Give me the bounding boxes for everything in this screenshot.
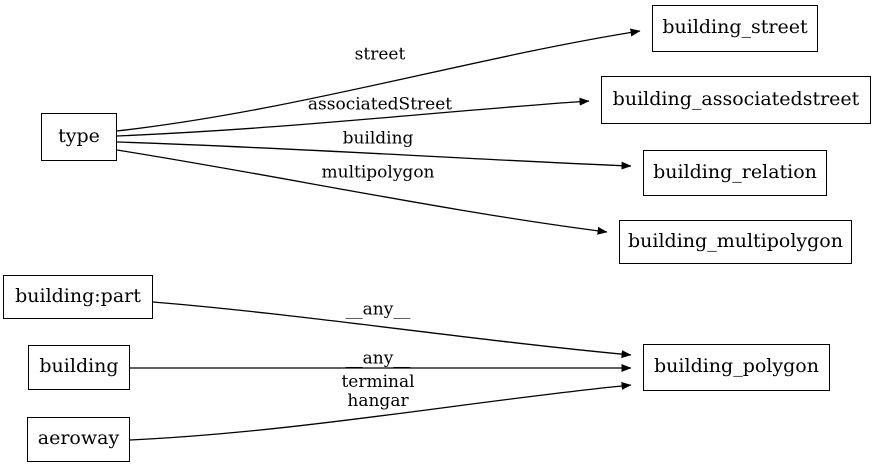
node-building-associatedstreet[interactable]: building_associatedstreet xyxy=(601,76,871,124)
edge-label-any-building: __any__ xyxy=(345,348,411,369)
edge-type-building-multipolygon xyxy=(116,149,608,235)
node-aeroway[interactable]: aeroway xyxy=(27,417,130,462)
edge-label-street: street xyxy=(354,44,406,65)
node-building-multipolygon[interactable]: building_multipolygon xyxy=(619,220,852,264)
node-type[interactable]: type xyxy=(41,113,117,161)
node-building-multipolygon-label: building_multipolygon xyxy=(628,229,843,252)
edge-label-building: building xyxy=(342,128,414,149)
node-building-part-label: building:part xyxy=(15,284,141,307)
node-aeroway-label: aeroway xyxy=(37,427,120,449)
edge-label-associatedstreet: associatedStreet xyxy=(307,94,453,115)
node-building-part[interactable]: building:part xyxy=(3,275,153,319)
edge-type-building-relation xyxy=(116,141,632,170)
node-building-polygon-label: building_polygon xyxy=(654,355,819,377)
edge-label-terminal-hangar: terminal hangar xyxy=(341,372,415,411)
edge-aeroway-building-polygon xyxy=(129,381,632,441)
edge-type-building-street xyxy=(116,28,641,132)
node-building-polygon[interactable]: building_polygon xyxy=(643,344,830,391)
edge-buildingpart-building-polygon xyxy=(152,301,632,359)
node-building-associatedstreet-label: building_associatedstreet xyxy=(612,87,860,110)
node-building-relation[interactable]: building_relation xyxy=(643,150,827,196)
node-building-street[interactable]: building_street xyxy=(652,5,818,52)
node-building[interactable]: building xyxy=(28,345,130,390)
edge-label-any-buildingpart: __any__ xyxy=(345,299,411,320)
node-building-relation-label: building_relation xyxy=(653,160,817,183)
edge-label-multipolygon: multipolygon xyxy=(321,162,435,183)
node-type-label: type xyxy=(58,124,100,147)
node-building-street-label: building_street xyxy=(662,16,808,38)
node-building-label: building xyxy=(39,355,119,377)
edge-type-building-associatedstreet xyxy=(116,97,590,137)
